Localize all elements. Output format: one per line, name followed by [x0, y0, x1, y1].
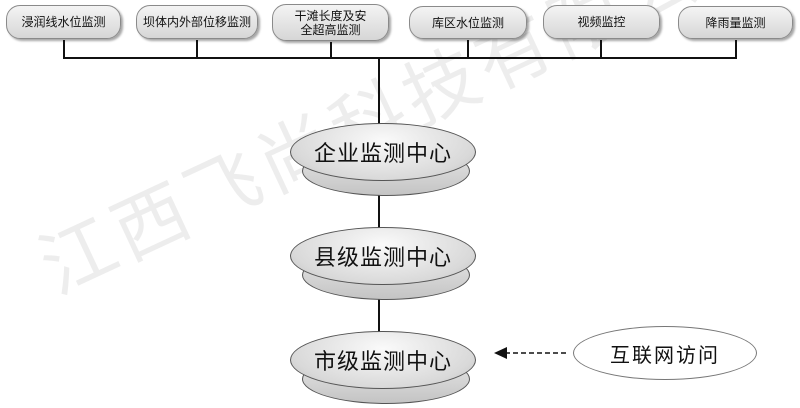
connector-line: [467, 40, 469, 58]
connector-line: [600, 40, 602, 58]
connector-line: [330, 42, 332, 58]
monitor-seepage-line: 浸润线水位监测: [6, 5, 121, 39]
trunk-line: [378, 57, 380, 125]
monitor-reservoir-level: 库区水位监测: [409, 6, 527, 39]
connector-line: [735, 40, 737, 58]
bus-line: [63, 57, 737, 59]
center-city: 市级监测中心: [290, 331, 476, 389]
monitor-rainfall: 降雨量监测: [678, 6, 793, 39]
internet-access: 互联网访问: [573, 326, 757, 380]
connector-line: [63, 40, 65, 58]
center-county: 县级监测中心: [290, 227, 476, 285]
center-enterprise: 企业监测中心: [290, 123, 476, 181]
dashed-arrow: [494, 347, 566, 359]
trunk-line: [378, 292, 380, 334]
monitor-dry-beach: 干滩长度及安 全超高监测: [272, 4, 389, 41]
monitor-dam-displacement: 坝体内外部位移监测: [136, 5, 258, 39]
monitor-video: 视频监控: [543, 5, 660, 39]
trunk-line: [378, 190, 380, 230]
connector-line: [196, 40, 198, 58]
